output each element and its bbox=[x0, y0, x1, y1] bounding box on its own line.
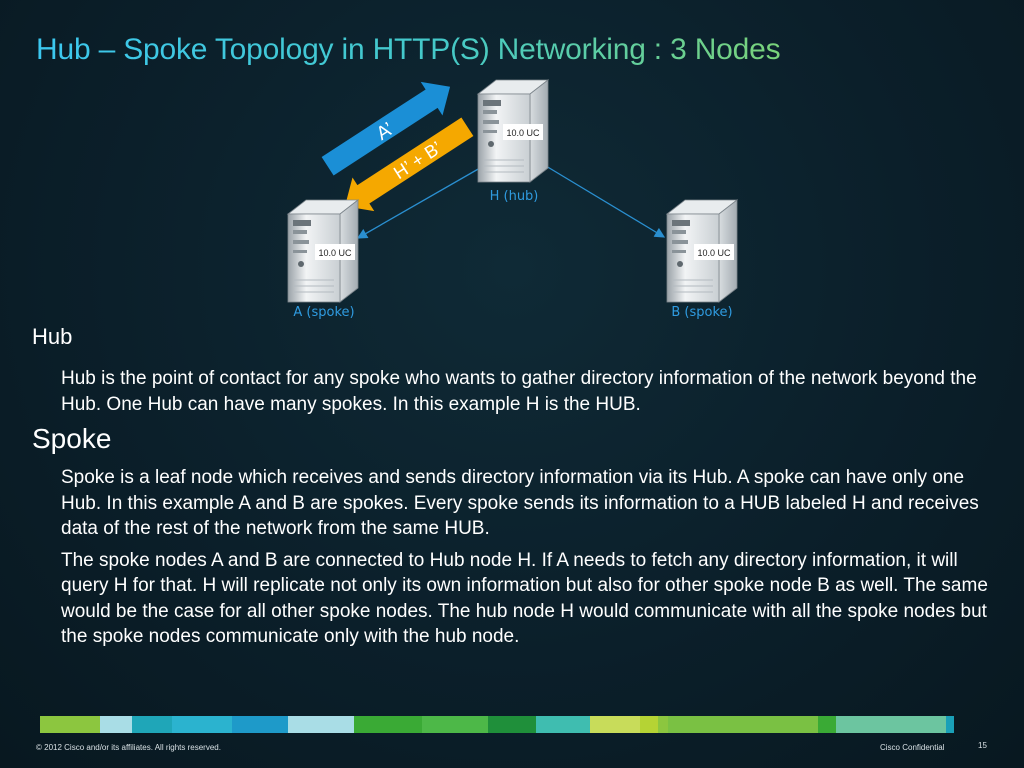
stripe-segment bbox=[836, 716, 946, 733]
spoke-a-badge: 10.0 UC bbox=[318, 248, 352, 258]
slide-body: Hub Hub is the point of contact for any … bbox=[32, 322, 1007, 650]
spoke-b-server-icon: 10.0 UC bbox=[665, 199, 739, 303]
spoke-description: Spoke is a leaf node which receives and … bbox=[61, 467, 979, 539]
stripe-segment bbox=[590, 716, 640, 733]
spoke-b-label: B (spoke) bbox=[671, 305, 732, 320]
stripe-segment bbox=[640, 716, 658, 733]
topology-diagram: A’ H’ + B’ 10.0 UC H (hub) 10.0 bbox=[286, 79, 739, 320]
spoke-connection-description: The spoke nodes A and B are connected to… bbox=[61, 549, 988, 648]
hub-badge: 10.0 UC bbox=[506, 128, 540, 138]
stripe-segment bbox=[288, 716, 354, 733]
arrow-a-to-hub: A’ bbox=[321, 81, 451, 176]
hub-server-icon: 10.0 UC bbox=[476, 79, 550, 183]
spoke-a-label: A (spoke) bbox=[293, 305, 354, 320]
confidential-text: Cisco Confidential bbox=[880, 743, 945, 752]
spoke-heading: Spoke bbox=[32, 423, 112, 454]
stripe-segment bbox=[40, 716, 100, 733]
stripe-segment bbox=[668, 716, 818, 733]
stripe-segment bbox=[946, 716, 954, 733]
stripe-segment bbox=[536, 716, 590, 733]
spoke-a-server-icon: 10.0 UC bbox=[286, 199, 360, 303]
hub-label: H (hub) bbox=[490, 189, 539, 204]
hub-description: Hub is the point of contact for any spok… bbox=[61, 368, 977, 415]
stripe-segment bbox=[658, 716, 668, 733]
stripe-segment bbox=[354, 716, 422, 733]
page-number: 15 bbox=[978, 741, 987, 750]
stripe-segment bbox=[100, 716, 132, 733]
stripe-segment bbox=[132, 716, 172, 733]
stripe-segment bbox=[422, 716, 488, 733]
stripe-segment bbox=[488, 716, 536, 733]
footer-color-stripe bbox=[40, 716, 984, 733]
stripe-segment bbox=[172, 716, 232, 733]
spoke-b-badge: 10.0 UC bbox=[697, 248, 731, 258]
arrow-down-label: H’ + B’ bbox=[390, 138, 445, 184]
link-hub-b bbox=[530, 153, 666, 238]
stripe-segment bbox=[232, 716, 288, 733]
stripe-segment bbox=[818, 716, 836, 733]
link-hub-a bbox=[356, 158, 491, 239]
hub-heading: Hub bbox=[32, 324, 73, 349]
copyright-text: © 2012 Cisco and/or its affiliates. All … bbox=[36, 743, 221, 752]
